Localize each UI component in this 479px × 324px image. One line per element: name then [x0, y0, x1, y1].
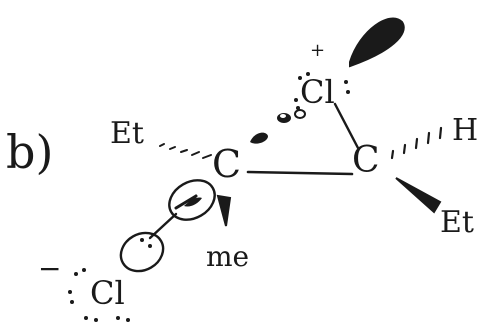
methyl-label: me	[206, 240, 249, 273]
lone-pairs-cl-bottom	[68, 268, 130, 322]
partial-bond-cl-c	[250, 109, 306, 144]
lone-pairs-cl-top	[294, 72, 350, 110]
hashed-bond-et-left	[159, 143, 212, 159]
part-label: b)	[6, 125, 53, 179]
plus-charge: +	[310, 40, 325, 61]
chlorine-top: Cl	[300, 73, 335, 111]
orbital-lobes-attack	[119, 179, 216, 273]
cc-bond	[246, 170, 354, 176]
hashed-bond-h-right	[390, 126, 443, 160]
wedge-bond-et-right	[395, 177, 442, 214]
chlorine-bottom: Cl	[90, 274, 125, 312]
orbital-lobe-filled	[349, 17, 405, 68]
minus-charge: −	[38, 252, 61, 285]
cl-c-bond	[333, 102, 360, 150]
ethyl-right: Et	[440, 205, 474, 240]
hydrogen-right: H	[452, 113, 478, 148]
ethyl-left: Et	[110, 116, 144, 151]
wedge-bond-me	[216, 194, 232, 227]
carbon-left: C	[212, 142, 241, 186]
